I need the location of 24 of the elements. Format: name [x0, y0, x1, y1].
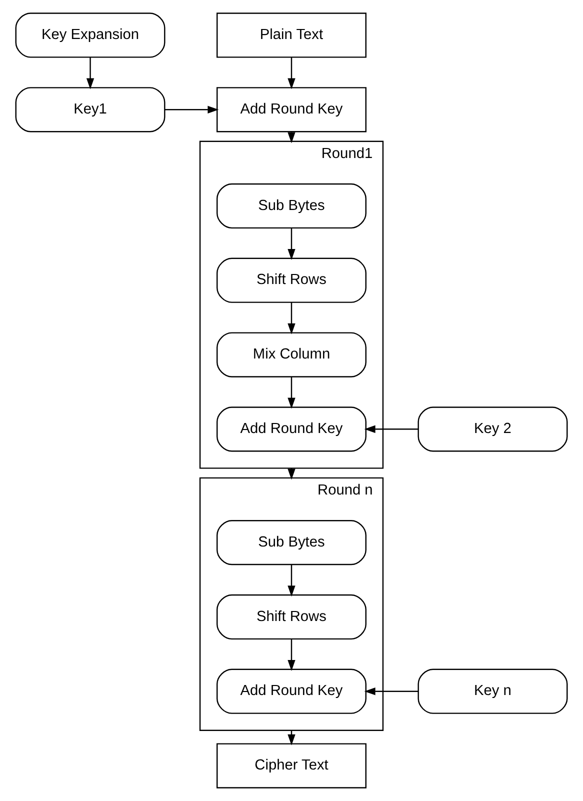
arrow [288, 302, 296, 334]
arrow [288, 639, 296, 671]
arrow [364, 425, 418, 434]
arrow [288, 228, 296, 260]
arrow [288, 468, 296, 480]
node-box: Mix Column [216, 332, 366, 378]
node-box: Cipher Text [216, 743, 366, 788]
node-box: Key Expansion [15, 12, 166, 58]
node-box: Key 2 [418, 406, 568, 452]
arrow [164, 106, 219, 114]
arrow [288, 376, 296, 409]
arrow [288, 564, 296, 597]
node-box: Add Round Key [216, 668, 366, 714]
node-box: Key n [418, 668, 568, 714]
node-box: Shift Rows [216, 594, 366, 640]
node-box: Shift Rows [216, 258, 366, 303]
node-box: Key1 [15, 87, 166, 132]
arrow [288, 57, 296, 90]
node-box: Sub Bytes [216, 520, 366, 566]
node-box: Sub Bytes [216, 183, 366, 229]
node-box: Add Round Key [216, 406, 366, 452]
node-box: Plain Text [216, 12, 366, 58]
arrow [86, 57, 94, 90]
arrow [364, 688, 418, 696]
